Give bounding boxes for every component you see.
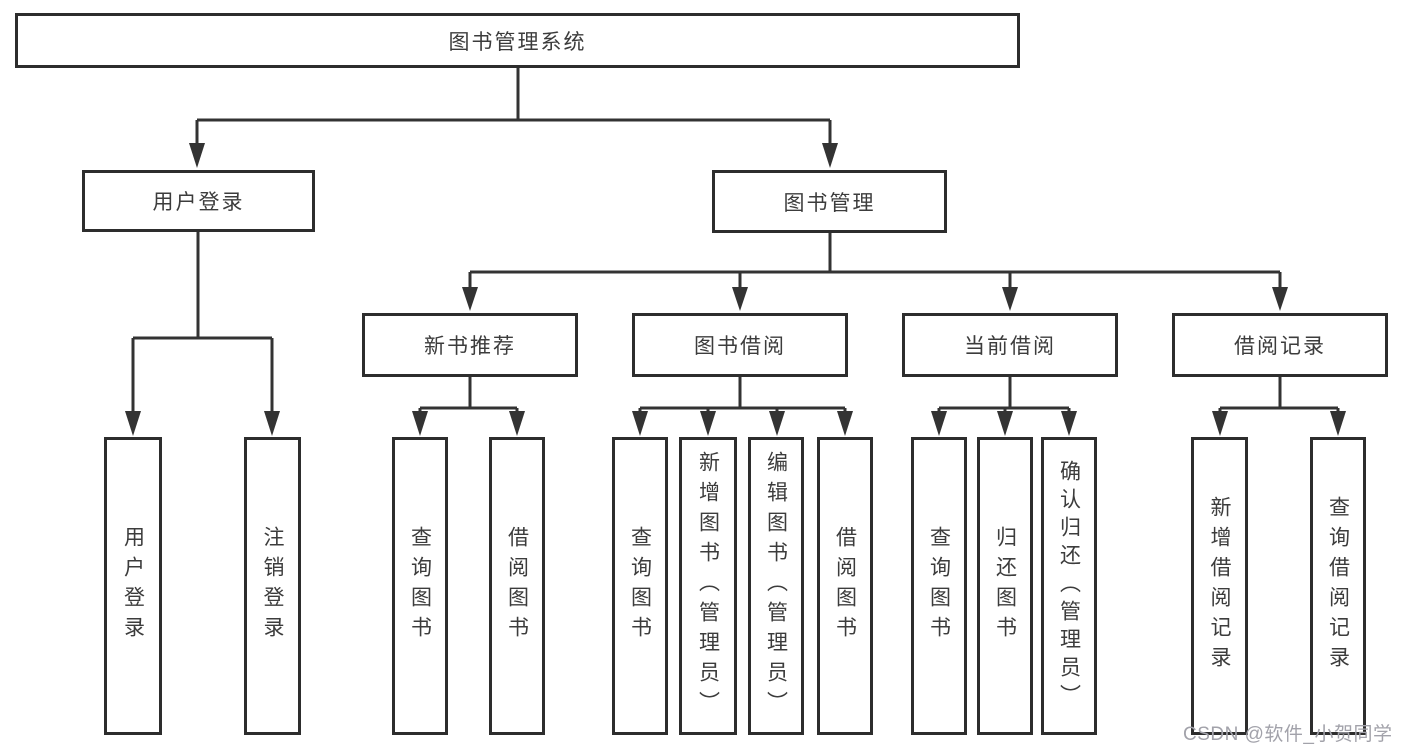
leaf-logout-login-label: 注销登录 xyxy=(261,526,284,646)
leaf-logout-login: 注销登录 xyxy=(244,437,301,735)
leaf-confirm-return-admin-label: 确认归还（管理员） xyxy=(1057,460,1081,712)
node-new-book-recommendation: 新书推荐 xyxy=(362,313,578,377)
node-book-management-label: 图书管理 xyxy=(783,191,876,215)
leaf-add-borrow-record: 新增借阅记录 xyxy=(1191,437,1248,735)
leaf-confirm-return-admin: 确认归还（管理员） xyxy=(1041,437,1097,735)
leaf-borrow-books-borrow: 借阅图书 xyxy=(817,437,873,735)
leaf-query-books-current: 查询图书 xyxy=(911,437,967,735)
leaf-add-books-admin-label: 新增图书（管理员） xyxy=(696,451,720,721)
node-new-book-recommendation-label: 新书推荐 xyxy=(424,335,516,358)
leaf-borrow-books-recommend-label: 借阅图书 xyxy=(505,526,529,646)
leaf-return-books: 归还图书 xyxy=(977,437,1033,735)
node-user-login: 用户登录 xyxy=(82,170,315,232)
leaf-query-books-borrow: 查询图书 xyxy=(612,437,668,735)
leaf-add-books-admin: 新增图书（管理员） xyxy=(679,437,737,735)
node-borrowing-records: 借阅记录 xyxy=(1172,313,1388,377)
leaf-edit-books-admin-label: 编辑图书（管理员） xyxy=(764,451,788,721)
node-library-management-system: 图书管理系统 xyxy=(15,13,1020,68)
csdn-watermark: CSDN @软件_小贺同学 xyxy=(1183,724,1393,745)
leaf-borrow-books-borrow-label: 借阅图书 xyxy=(833,526,857,646)
node-library-management-system-label: 图书管理系统 xyxy=(448,30,587,54)
node-book-borrowing: 图书借阅 xyxy=(632,313,848,377)
leaf-query-borrow-record: 查询借阅记录 xyxy=(1310,437,1366,735)
leaf-query-books-current-label: 查询图书 xyxy=(927,526,951,646)
arrowheads xyxy=(125,143,1346,436)
leaf-user-login: 用户登录 xyxy=(104,437,162,735)
node-current-borrowing-label: 当前借阅 xyxy=(964,335,1056,358)
node-book-management: 图书管理 xyxy=(712,170,947,233)
leaf-query-books-recommend-label: 查询图书 xyxy=(408,526,432,646)
leaf-query-borrow-record-label: 查询借阅记录 xyxy=(1326,496,1350,676)
leaf-query-books-borrow-label: 查询图书 xyxy=(628,526,652,646)
node-borrowing-records-label: 借阅记录 xyxy=(1234,335,1326,358)
leaf-user-login-label: 用户登录 xyxy=(121,526,145,646)
leaf-borrow-books-recommend: 借阅图书 xyxy=(489,437,545,735)
leaf-query-books-recommend: 查询图书 xyxy=(392,437,448,735)
leaf-return-books-label: 归还图书 xyxy=(993,526,1017,646)
node-book-borrowing-label: 图书借阅 xyxy=(694,335,786,358)
node-user-login-label: 用户登录 xyxy=(152,191,245,214)
leaf-add-borrow-record-label: 新增借阅记录 xyxy=(1208,496,1231,676)
node-current-borrowing: 当前借阅 xyxy=(902,313,1118,377)
leaf-edit-books-admin: 编辑图书（管理员） xyxy=(748,437,804,735)
